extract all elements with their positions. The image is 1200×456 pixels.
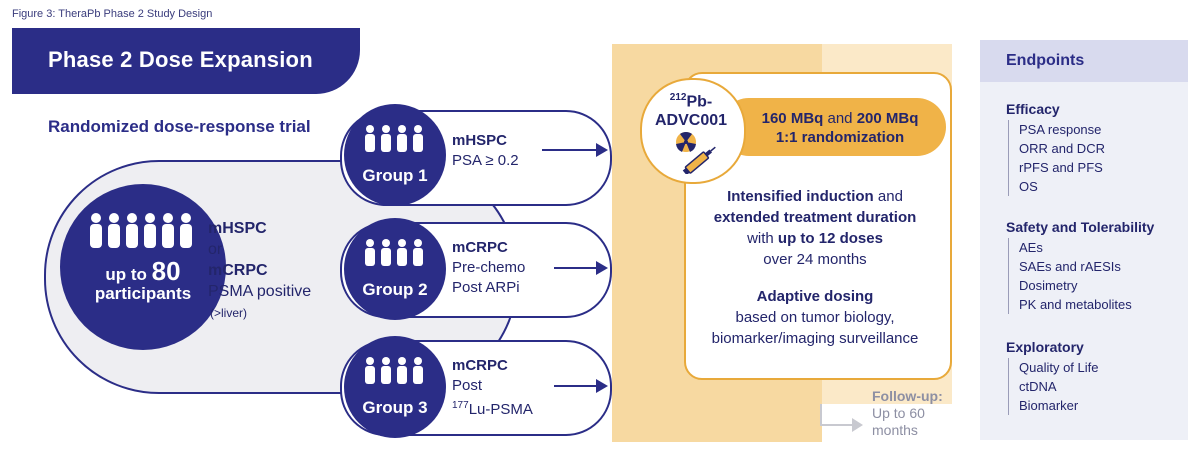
group-2-line2: Post ARPi (452, 279, 520, 296)
list-item: OS (1019, 179, 1038, 194)
treatment-with: with (747, 230, 778, 247)
dose-pill (720, 98, 946, 156)
followup-line2: months (872, 422, 918, 438)
followup-line1: Up to 60 (872, 405, 925, 421)
people-icon (365, 125, 423, 152)
treatment-adaptive: Adaptive dosing based on tumor biology, … (690, 286, 940, 349)
list-item: SAEs and rAESIs (1019, 259, 1121, 274)
followup-arrow-icon (852, 418, 863, 432)
treatment-intensified-bold: Intensified induction (727, 188, 874, 205)
safety-list: AEs SAEs and rAESIs Dosimetry PK and met… (1008, 238, 1132, 314)
followup-label: Follow-up: (872, 388, 943, 404)
group-2-criteria: mCRPC Pre-chemo Post ARPi (452, 238, 525, 298)
followup-line-h (820, 424, 856, 426)
population-line3: mCRPC (208, 262, 268, 279)
banner-title: Phase 2 Dose Expansion (48, 47, 313, 72)
group-1-criteria: mHSPC PSA ≥ 0.2 (452, 131, 519, 171)
group-3-criteria: mCRPC Post 177Lu-PSMA (452, 356, 533, 420)
drug-name-part2: ADVC001 (654, 112, 728, 130)
treatment-intensified: Intensified induction and extended treat… (690, 186, 940, 270)
population-criteria: mHSPC or mCRPC PSMA positive (>liver) (208, 218, 311, 324)
treatment-over: over 24 months (763, 251, 867, 268)
arrow-head-icon (596, 379, 608, 393)
group-1-circle: Group 1 (344, 104, 446, 206)
endpoint-section-efficacy: Efficacy (1006, 101, 1060, 117)
trial-subtitle: Randomized dose-response trial (48, 117, 311, 136)
followup-text: Follow-up: Up to 60 months (872, 388, 943, 439)
arrow-group-3 (554, 385, 598, 387)
list-item: PSA response (1019, 122, 1102, 137)
population-line5: (>liver) (210, 306, 248, 320)
phase-banner: Phase 2 Dose Expansion (12, 28, 360, 94)
drug-isotope-sup: 212 (669, 92, 687, 103)
group-3-line2: Lu-PSMA (468, 401, 533, 418)
exploratory-list: Quality of Life ctDNA Biomarker (1008, 358, 1099, 415)
drug-name-part1: Pb- (686, 93, 713, 111)
efficacy-list: PSA response ORR and DCR rPFS and PFS OS (1008, 120, 1105, 196)
population-number: 80 (151, 256, 181, 286)
group-1-title: mHSPC (452, 132, 508, 149)
population-circle: up to 80 participants (60, 184, 226, 350)
dose-a: 160 MBq (761, 110, 824, 127)
arrow-head-icon (596, 261, 608, 275)
treatment-and: and (873, 188, 903, 205)
list-item: ORR and DCR (1019, 141, 1105, 156)
list-item: AEs (1019, 240, 1043, 255)
treatment-adaptive-bold: Adaptive dosing (756, 288, 874, 305)
population-line2: or (208, 241, 223, 258)
figure-caption: Figure 3: TheraPb Phase 2 Study Design (12, 8, 213, 20)
drug-name: 212Pb- ADVC001 (640, 88, 742, 130)
list-item: Biomarker (1019, 398, 1079, 413)
endpoints-panel (980, 40, 1188, 440)
list-item: Quality of Life (1019, 360, 1099, 375)
group-3-label: Group 3 (362, 398, 428, 417)
dose-randomization: 1:1 randomization (775, 129, 905, 146)
arrow-group-2 (554, 267, 598, 269)
treatment-based: based on tumor biology, (735, 309, 895, 326)
population-prefix: up to (105, 265, 147, 284)
dose-and: and (823, 110, 857, 127)
treatment-extended: extended treatment duration (713, 209, 917, 226)
endpoints-title: Endpoints (1006, 52, 1085, 69)
list-item: Dosimetry (1019, 278, 1078, 293)
group-1-label: Group 1 (362, 166, 428, 185)
group-2-label: Group 2 (362, 280, 428, 299)
treatment-biomarker: biomarker/imaging surveillance (711, 330, 919, 347)
treatment-up-to: up to 12 doses (777, 230, 883, 247)
group-3-circle: Group 3 (344, 336, 446, 438)
followup-line (820, 404, 822, 426)
people-icon (365, 239, 423, 266)
population-count: up to 80 (60, 256, 226, 287)
endpoints-header (980, 40, 1188, 82)
arrow-head-icon (596, 143, 608, 157)
dose-b: 200 MBq (856, 110, 919, 127)
people-icon (365, 357, 423, 384)
group-3-title: mCRPC (452, 357, 508, 374)
group-2-line1: Pre-chemo (452, 259, 526, 276)
list-item: PK and metabolites (1019, 297, 1132, 312)
population-suffix: participants (94, 284, 192, 303)
drug-circle (640, 78, 746, 184)
list-item: rPFS and PFS (1019, 160, 1103, 175)
group-3-line1: Post (452, 377, 483, 394)
group-2-circle: Group 2 (344, 218, 446, 320)
group-3-isotope-sup: 177 (452, 400, 469, 411)
list-item: ctDNA (1019, 379, 1057, 394)
population-line4: PSMA positive (208, 283, 312, 300)
group-1-line1: PSA ≥ 0.2 (452, 152, 519, 169)
endpoint-section-exploratory: Exploratory (1006, 339, 1084, 355)
arrow-group-1 (542, 149, 598, 151)
population-line1: mHSPC (208, 220, 267, 237)
group-2-title: mCRPC (452, 239, 508, 256)
participants-icon (90, 213, 192, 248)
syringe-radiation-icon (676, 132, 716, 174)
dose-text: 160 MBq and 200 MBq 1:1 randomization (740, 109, 940, 147)
endpoint-section-safety: Safety and Tolerability (1006, 219, 1155, 235)
